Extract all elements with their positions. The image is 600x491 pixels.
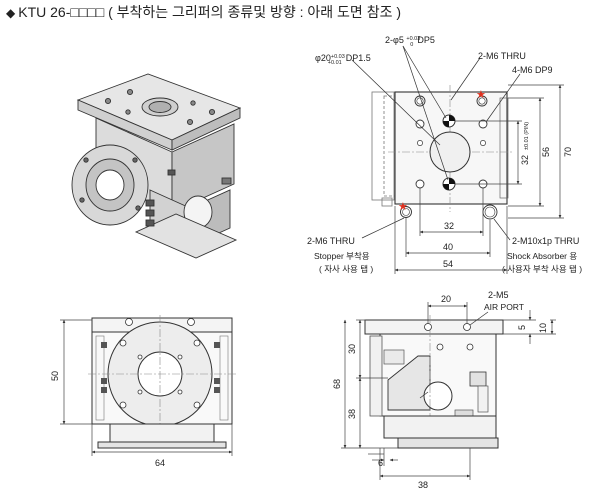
dim-70: 70 xyxy=(563,147,573,157)
air-port-label: AIR PORT xyxy=(484,302,524,312)
dim-5: 5 xyxy=(517,325,527,330)
side-view: 20 2-M5 AIR PORT 5 10 30 68 38 6 38 xyxy=(332,290,556,490)
dim-56: 56 xyxy=(541,147,551,157)
stopper-note-sub: ( 자사 사용 탭 ) xyxy=(319,264,373,274)
dim-38-vertical: 38 xyxy=(347,409,357,419)
m6-thru-left-callout: 2-M6 THRU xyxy=(307,236,355,246)
dim-32-tolerance: ±0.01 (PIN) xyxy=(524,122,530,150)
m6-thru-top-callout: 2-M6 THRU xyxy=(478,51,526,61)
drawing-title: ◆KTU 26-□□□□ ( 부착하는 그리퍼의 종류및 방향 : 아래 도면 … xyxy=(6,2,401,22)
m5-callout: 2-M5 xyxy=(488,290,509,300)
dim-38-horizontal: 38 xyxy=(418,480,428,490)
dim-50: 50 xyxy=(50,371,60,381)
dim-40: 40 xyxy=(443,242,453,252)
dim-20: 20 xyxy=(441,294,451,304)
dim-30: 30 xyxy=(347,344,357,354)
m6-dp9-callout: 4-M6 DP9 xyxy=(512,65,553,75)
front-view: 50 64 xyxy=(50,315,236,468)
star-marker: ★ xyxy=(398,201,408,213)
dim-32-horizontal: 32 xyxy=(444,221,454,231)
dim-10: 10 xyxy=(538,323,548,333)
dim-54: 54 xyxy=(443,259,453,269)
dim-6: 6 xyxy=(378,458,383,468)
dim-64: 64 xyxy=(155,458,165,468)
stopper-note: Stopper 부착용 xyxy=(314,251,370,261)
top-view: ★ ★ xyxy=(307,35,582,274)
title-subtitle: ( 부착하는 그리퍼의 종류및 방향 : 아래 도면 참조 ) xyxy=(108,4,402,20)
model-name: KTU 26-□□□□ xyxy=(18,4,105,20)
dim-32-vertical: 32 xyxy=(520,155,530,165)
dim-68: 68 xyxy=(332,379,342,389)
m10-thru-callout: 2-M10x1p THRU xyxy=(512,236,579,246)
isometric-view xyxy=(71,73,242,259)
shock-absorber-note-sub: ( 사용자 부착 사용 탭 ) xyxy=(502,264,582,274)
diamond-icon: ◆ xyxy=(6,6,16,20)
shock-absorber-note: Shock Absorber 용 xyxy=(507,251,577,261)
star-marker: ★ xyxy=(476,89,486,101)
